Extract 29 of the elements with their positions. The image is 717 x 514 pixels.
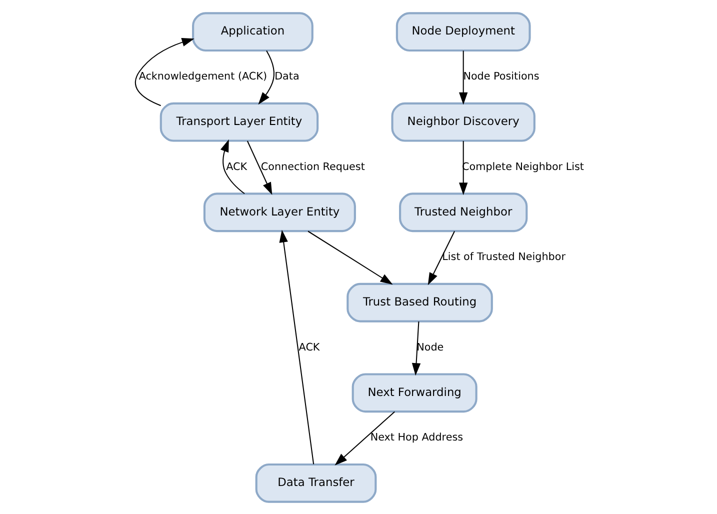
arrow [307, 230, 392, 284]
arrow [334, 410, 394, 465]
arrow [246, 140, 272, 194]
edge-label: Acknowledgement (ACK) [138, 70, 266, 82]
node-box: Application [192, 12, 313, 52]
node-box: Network Layer Entity [202, 192, 356, 232]
edge-label: ACK [226, 160, 247, 172]
edge-label: Node Positions [462, 70, 539, 82]
arrow [458, 50, 468, 104]
edge-label: Connection Request [260, 160, 364, 172]
arrow [278, 229, 314, 464]
arrow [427, 230, 454, 285]
arrow [220, 138, 244, 194]
node-box: Trusted Neighbor [398, 192, 528, 232]
arrow [458, 140, 468, 195]
edge-label: List of Trusted Neighbor [442, 250, 565, 263]
edge-label: Next Hop Address [370, 431, 462, 444]
node-box: Neighbor Discovery [390, 102, 535, 142]
node-box: Data Transfer [254, 462, 376, 502]
edge-label: Node [416, 340, 444, 353]
arrow [134, 38, 194, 106]
node-box: Node Deployment [395, 12, 530, 52]
arrow [258, 50, 274, 104]
arrow [411, 320, 420, 376]
edge-label: ACK [298, 340, 320, 353]
node-box: Transport Layer Entity [159, 102, 318, 142]
edge-label: Data [274, 70, 299, 82]
node-box: Next Forwarding [351, 372, 477, 412]
node-box: Trust Based Routing [346, 282, 492, 322]
